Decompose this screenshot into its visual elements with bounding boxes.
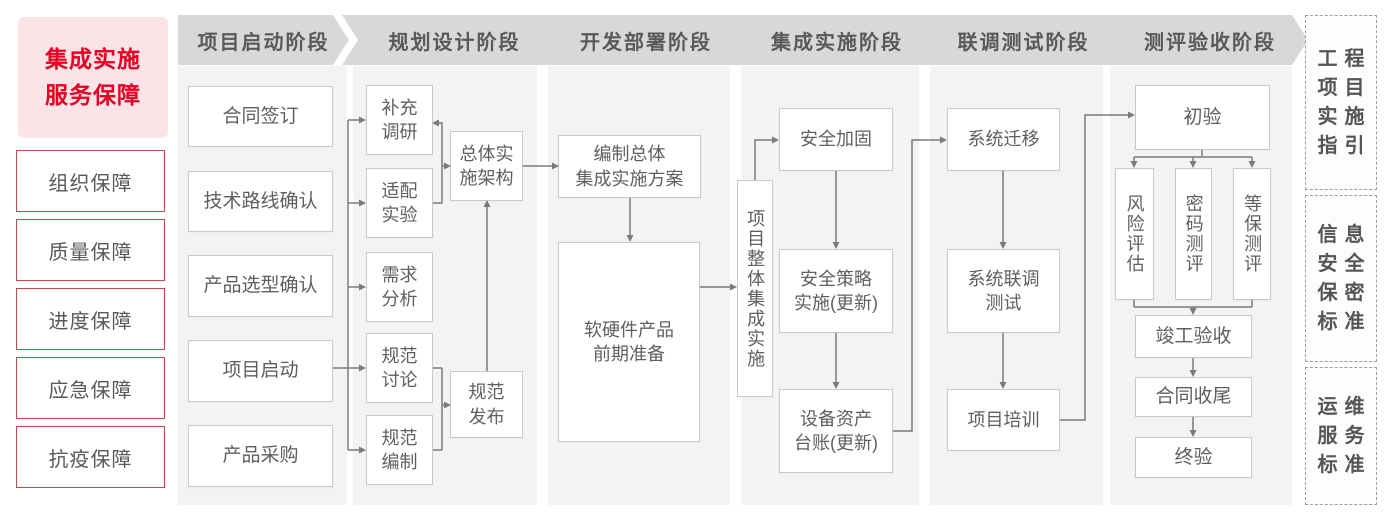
flow-box-overall-integration-implementation: 项目整体集成实施 [737,180,773,397]
flow-box-classified-protection-evaluation: 等保测评 [1233,168,1271,300]
diagram-title: 集成实施 服务保障 [18,17,168,138]
flow-box-project-training: 项目培训 [947,389,1060,451]
flow-box-crypto-evaluation: 密码测评 [1175,168,1212,300]
guarantee-item-quality: 质量保障 [16,219,165,281]
phase-header-evaluation-acceptance: 测评验收阶段 [1098,15,1308,65]
flow-box-product-selection-confirm: 产品选型确认 [188,255,333,317]
flow-box-project-kickoff: 项目启动 [188,340,333,402]
guarantee-item-organization: 组织保障 [16,150,165,212]
flow-box-spec-compilation: 规范 编制 [366,415,433,485]
flow-box-spec-release: 规范 发布 [450,371,523,438]
flow-box-security-hardening: 安全加固 [779,108,893,171]
guarantee-item-schedule: 进度保障 [16,288,165,350]
phase-header-integration-implementation: 集成实施阶段 [725,15,935,65]
flow-box-requirement-analysis: 需求 分析 [366,252,433,322]
flow-box-final-acceptance: 终验 [1135,437,1252,478]
phase-header-planning-design: 规划设计阶段 [342,15,553,65]
flow-box-asset-ledger-update: 设备资产 台账(更新) [779,389,893,473]
flow-box-contract-closure: 合同收尾 [1135,377,1252,417]
flow-box-security-policy-implementation: 安全策略 实施(更新) [779,249,893,333]
guarantee-item-pandemic: 抗疫保障 [16,426,165,488]
flow-box-hw-sw-preparation: 软硬件产品 前期准备 [558,242,700,442]
guarantee-item-emergency: 应急保障 [16,357,165,419]
flow-box-overall-implementation-architecture: 总体实 施架构 [450,131,523,201]
flow-box-joint-debug-test: 系统联调 测试 [947,249,1060,333]
phase-header-joint-testing: 联调测试阶段 [914,15,1119,65]
flow-box-product-procurement: 产品采购 [188,425,333,487]
flow-box-spec-discussion: 规范 讨论 [366,333,433,403]
reference-engineering-guide: 工程 项目 实施 指引 [1305,15,1377,190]
flow-box-system-migration: 系统迁移 [947,108,1060,171]
phase-header-dev-deployment: 开发部署阶段 [532,15,746,65]
flow-box-adaptation-test: 适配 实验 [366,168,433,238]
flow-box-overall-integration-plan: 编制总体 集成实施方案 [558,135,701,198]
flow-box-initial-acceptance: 初验 [1135,85,1270,150]
phase-header-project-kickoff: 项目启动阶段 [178,15,349,65]
flow-box-supplementary-research: 补充 调研 [366,85,433,155]
flow-box-risk-assessment: 风险评估 [1115,168,1154,300]
reference-infosec-standard: 信息 安全 保密 标准 [1305,195,1377,362]
flow-box-completion-acceptance: 竣工验收 [1135,315,1252,358]
reference-ops-standard: 运维 服务 标准 [1305,367,1377,505]
flow-box-contract-signing: 合同签订 [188,86,333,147]
flow-box-tech-route-confirm: 技术路线确认 [188,171,333,232]
